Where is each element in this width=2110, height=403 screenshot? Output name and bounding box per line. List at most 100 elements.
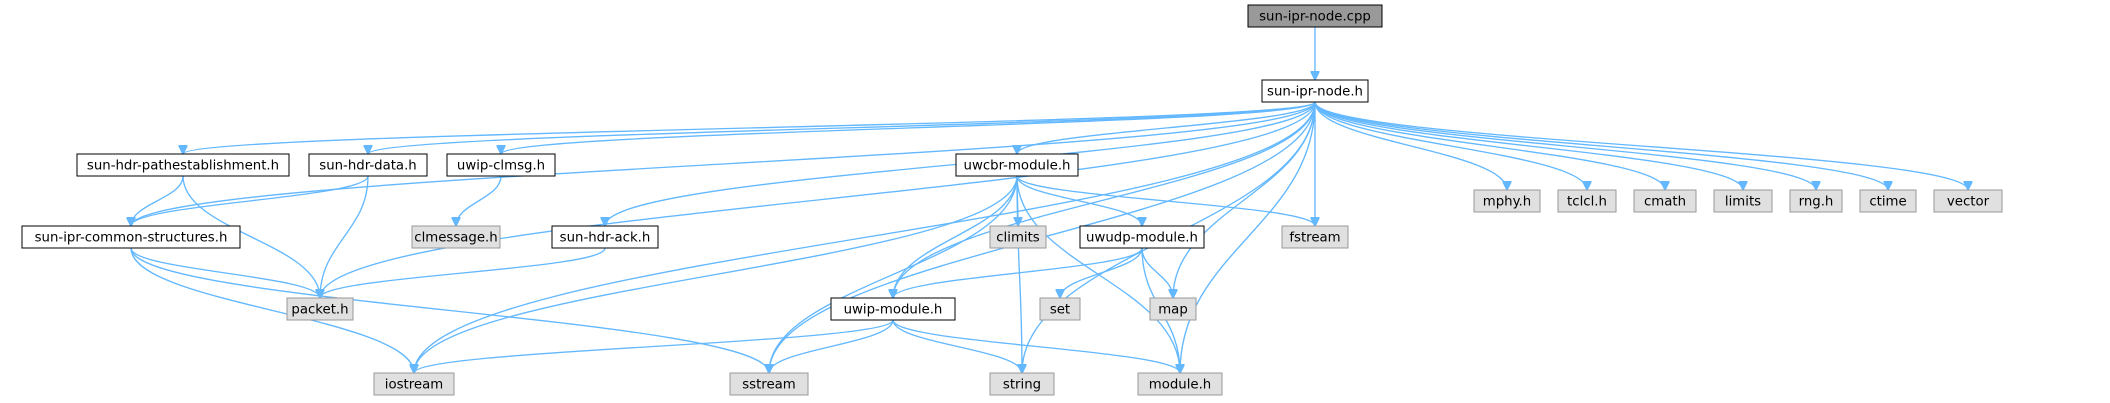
edge-ipr_node_h-to-uwcbr: [1017, 101, 1316, 154]
edge-uwcbr-to-fstream: [1016, 175, 1315, 226]
edge-uwip-to-iostream: [414, 319, 894, 374]
edge-uwudp-to-map: [1141, 247, 1173, 298]
node-pathest[interactable]: sun-hdr-pathestablishment.h: [76, 153, 290, 177]
node-uwcbr[interactable]: uwcbr-module.h: [955, 153, 1079, 177]
edge-ipr_node_h-to-rng: [1314, 101, 1816, 190]
node-rng: rng.h: [1789, 189, 1843, 213]
node-tclcl: tclcl.h: [1557, 189, 1617, 213]
node-module: module.h: [1137, 372, 1223, 396]
node-box: [1713, 189, 1773, 213]
edge-uwudp-to-set: [1060, 247, 1143, 298]
node-uwip[interactable]: uwip-module.h: [830, 297, 956, 321]
node-vector: vector: [1933, 189, 2003, 213]
node-label: sstream: [742, 378, 796, 393]
node-ctime: ctime: [1859, 189, 1917, 213]
edge-uwcbr-to-uwudp: [1016, 175, 1142, 226]
edge-ipr_node_h-to-module: [1180, 101, 1316, 373]
node-label: set: [1050, 303, 1070, 318]
node-string: string: [989, 372, 1055, 396]
node-ipr-node-h[interactable]: sun-ipr-node.h: [1261, 79, 1369, 103]
node-climits: climits: [989, 225, 1047, 249]
edge-ipr_node_h-to-vector: [1314, 101, 1968, 190]
edge-uwip-to-string: [892, 319, 1022, 373]
node-label: cmath: [1644, 195, 1686, 210]
node-label: module.h: [1149, 378, 1212, 393]
node-label: iostream: [385, 378, 443, 393]
node-hdrdata[interactable]: sun-hdr-data.h: [308, 153, 428, 177]
node-clmsg[interactable]: uwip-clmsg.h: [446, 153, 556, 177]
edge-ipr_node_h-to-common: [131, 101, 1316, 226]
edge-hdrack-to-packet: [320, 247, 606, 298]
node-label: limits: [1725, 195, 1761, 210]
node-label: sun-ipr-node.cpp: [1259, 10, 1371, 25]
edge-hdrdata-to-common: [131, 175, 369, 226]
edge-clmsg-to-clmessage: [456, 175, 502, 226]
node-box: [1247, 4, 1383, 28]
edge-uwudp-to-uwip: [893, 247, 1143, 298]
node-label: string: [1003, 378, 1041, 393]
node-root[interactable]: sun-ipr-node.cpp: [1247, 4, 1383, 28]
node-box: [1789, 189, 1843, 213]
edge-ipr_node_h-to-hdrdata: [368, 101, 1316, 154]
edge-ipr_node_h-to-map: [1173, 101, 1316, 298]
node-label: ctime: [1869, 195, 1906, 210]
node-label: sun-hdr-ack.h: [560, 231, 651, 246]
node-box: [1933, 189, 2003, 213]
edge-ipr_node_h-to-cmath: [1314, 101, 1665, 190]
node-label: sun-ipr-node.h: [1267, 85, 1363, 100]
edge-ipr_node_h-to-pathest: [183, 101, 1316, 154]
node-label: uwudp-module.h: [1086, 231, 1198, 246]
node-set: set: [1039, 297, 1081, 321]
node-common[interactable]: sun-ipr-common-structures.h: [21, 225, 241, 249]
node-box: [1473, 189, 1541, 213]
node-label: rng.h: [1799, 195, 1834, 210]
node-limits: limits: [1713, 189, 1773, 213]
node-box: [373, 372, 455, 396]
node-box: [1261, 79, 1369, 103]
node-packet: packet.h: [286, 297, 354, 321]
node-box: [1281, 225, 1349, 249]
edge-ipr_node_h-to-packet: [320, 101, 1316, 298]
edge-common-to-packet: [130, 247, 320, 298]
node-box: [1859, 189, 1917, 213]
node-label: clmessage.h: [414, 231, 497, 246]
edge-uwcbr-to-uwip: [893, 175, 1018, 298]
node-box: [1633, 189, 1697, 213]
node-label: uwcbr-module.h: [964, 159, 1071, 174]
node-box: [1557, 189, 1617, 213]
node-box: [1079, 225, 1205, 249]
node-box: [21, 225, 241, 249]
node-mphy: mphy.h: [1473, 189, 1541, 213]
node-label: sun-ipr-common-structures.h: [35, 231, 228, 246]
edge-ipr_node_h-to-iostream: [414, 101, 1316, 373]
node-box: [729, 372, 809, 396]
node-box: [989, 372, 1055, 396]
node-cmath: cmath: [1633, 189, 1697, 213]
node-label: sun-hdr-data.h: [319, 159, 416, 174]
node-hdrack[interactable]: sun-hdr-ack.h: [551, 225, 659, 249]
edge-ipr_node_h-to-limits: [1314, 101, 1743, 190]
node-label: uwip-module.h: [844, 303, 943, 318]
header-nodes: sun-ipr-node.cpp sun-ipr-node.h sun-hdr-pa…: [21, 4, 2003, 396]
node-iostream: iostream: [373, 372, 455, 396]
edge-ipr_node_h-to-tclcl: [1314, 101, 1587, 190]
edge-hdrdata-to-packet: [320, 175, 369, 298]
node-label: mphy.h: [1483, 195, 1531, 210]
node-box: [308, 153, 428, 177]
node-box: [551, 225, 659, 249]
node-fstream: fstream: [1281, 225, 1349, 249]
node-label: tclcl.h: [1567, 195, 1607, 210]
node-map: map: [1149, 297, 1197, 321]
node-label: uwip-clmsg.h: [457, 159, 545, 174]
node-uwudp[interactable]: uwudp-module.h: [1079, 225, 1205, 249]
edge-ipr_node_h-to-mphy: [1314, 101, 1507, 190]
node-label: vector: [1947, 195, 1990, 210]
edge-uwcbr-to-sstream: [769, 175, 1018, 373]
node-label: fstream: [1289, 231, 1340, 246]
node-box: [989, 225, 1047, 249]
node-box: [76, 153, 290, 177]
node-box: [955, 153, 1079, 177]
node-label: climits: [996, 231, 1040, 246]
edge-ipr_node_h-to-uwip: [893, 101, 1316, 298]
